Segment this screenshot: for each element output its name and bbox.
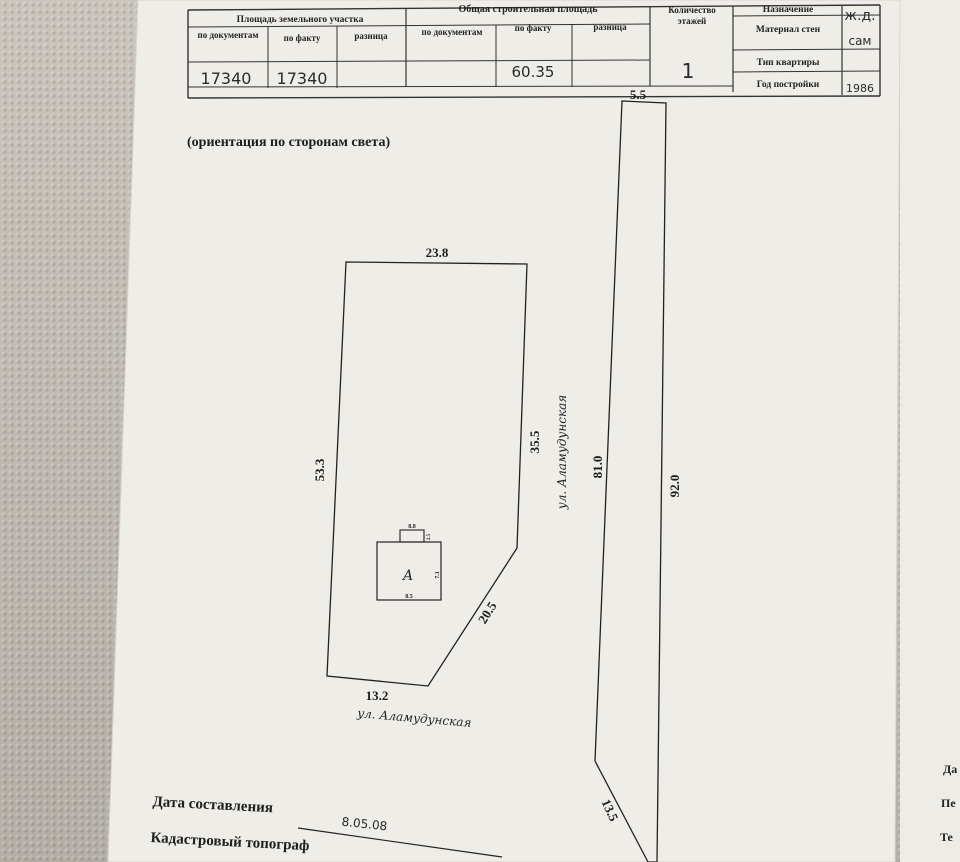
building-doc-header: по документам [422,27,483,37]
building-diff-header: разница [593,22,627,32]
adjacent-sheet [900,0,960,862]
strip-outline [594,100,667,862]
date-underline [297,827,503,858]
plot-left-dimension: 53.3 [312,458,327,481]
land-doc-header: по документам [198,30,259,40]
building-footprint [376,529,442,601]
land-diff-header: разница [354,31,388,41]
strip-right-dimension: 92.0 [667,475,682,498]
plot-right-dimension: 35.5 [527,430,542,453]
paper [108,0,900,862]
building-top-dimension: 8.8 [408,524,416,530]
building-bottom-dimension: 8.5 [405,594,413,600]
row-label-purpose: Назначение [763,5,814,15]
plot-top-dimension: 23.8 [426,245,449,260]
land-doc-value: 17340 [201,69,252,88]
info-table [187,4,881,99]
building-fact-header: по факту [515,23,552,33]
plot-bottom-dimension: 13.2 [366,688,389,703]
floors-value: 1 [682,59,695,83]
edge-text-2: Пе [941,796,956,810]
floors-header: Количество этажей [668,5,716,26]
edge-text-1: Да [943,762,958,776]
purpose-value: ж.д. [844,8,875,24]
strip-top-dimension: 5.5 [630,87,647,102]
date-value: 8.05.08 [341,815,388,834]
land-area-title: Площадь земельного участка [237,15,364,25]
row-label-year-built: Год постройки [757,79,820,90]
building-area-title: Общая строительная площадь [458,4,598,15]
building-annex-dimension: 2.5 [427,533,432,540]
building-fact-value: 60.35 [512,63,555,81]
edge-text-3: Те [940,830,953,844]
plot-outline [326,261,528,687]
wall-material-value: сам [848,34,871,48]
year-built-value: 1986 [846,82,874,95]
row-label-wall-material: Материал стен [756,25,821,35]
strip-left-dimension: 81.0 [590,456,605,479]
street-label-vertical: ул. Аламудунская [555,395,569,511]
row-label-apartment-type: Тип квартиры [757,58,820,68]
orientation-note: (ориентация по сторонам света) [187,135,390,150]
building-side-dimension: 7.1 [435,571,441,579]
land-fact-header: по факту [284,33,321,43]
land-fact-value: 17340 [277,69,328,88]
building-label: А [402,568,414,584]
